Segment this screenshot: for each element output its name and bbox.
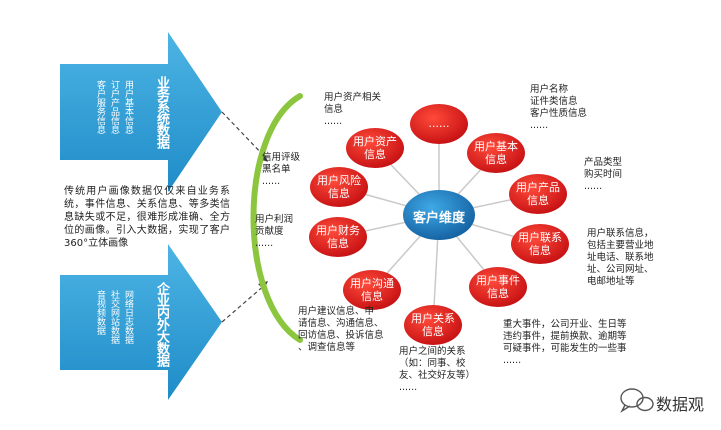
- annotation-line: ......: [584, 181, 603, 192]
- annotation-line: 重大事件，公司开业、生日等: [503, 319, 627, 330]
- annotation-line: 购买时间: [584, 169, 623, 180]
- circle-7: [309, 217, 367, 257]
- circle-8: [310, 167, 368, 207]
- arrow-bottom-column-1: 社交网站数据: [109, 290, 119, 344]
- circle-3: [511, 224, 569, 264]
- annotation-line: ......: [399, 382, 418, 393]
- arrow-bottom-column-0: 网络日志数据: [123, 290, 133, 344]
- circle-label-9: 用户资产信息: [353, 135, 397, 161]
- circle-label-1: 用户基本信息: [474, 140, 518, 166]
- annotation-line: 包括主要营业地: [587, 240, 654, 251]
- arrow-bottom-column-2: 音视频数据: [95, 290, 105, 335]
- circle-4: [469, 267, 527, 307]
- annotation-line: 址、公司网址、: [587, 264, 654, 275]
- watermark-text: 数据观: [656, 395, 705, 414]
- annotation-line: 用户利润: [255, 214, 294, 225]
- circle-9: [346, 128, 404, 168]
- annotation-line: 、调查信息等: [298, 342, 356, 353]
- annotation-basic: 用户名称证件类信息客户性质信息......: [530, 84, 587, 132]
- circle-1: [467, 133, 525, 173]
- annotation-line: ......: [324, 116, 343, 127]
- annotation-finance: 用户利润贡献度......: [255, 214, 293, 250]
- annotation-line: 用户联系信息，: [587, 228, 654, 239]
- circle-label-7: 用户财务信息: [316, 224, 360, 250]
- arrow-bottom-shape: [60, 244, 222, 400]
- connector-top: [221, 111, 267, 159]
- circle-6: [343, 270, 401, 310]
- chat-bubble-icon: [620, 388, 654, 413]
- annotation-contact: 用户联系信息，包括主要营业地址电话、联系地址、公司网址、电邮地址等: [587, 228, 654, 288]
- connector-bottom: [221, 283, 267, 323]
- arrow-top-column-0: 用户基本信息: [123, 80, 133, 134]
- circle-label-0: ......: [428, 117, 450, 130]
- annotation-line: （如：同事、校: [399, 358, 466, 369]
- annotation-line: 址电话、联系地: [587, 252, 654, 263]
- annotation-line: 产品类型: [584, 157, 623, 168]
- circles-group: [309, 104, 569, 345]
- annotation-product: 产品类型购买时间......: [584, 157, 622, 193]
- arrow-top-column-2: 客户服务信息: [95, 80, 105, 134]
- circle-label-8: 用户风险信息: [317, 174, 361, 200]
- circle-5: [404, 305, 462, 345]
- arrow-bottom-title: 企业内外大数据: [154, 282, 169, 366]
- annotation-assets: 用户资产相关信息......: [324, 92, 381, 128]
- annotation-line: ......: [503, 355, 522, 366]
- circle-label-2: 用户产品信息: [516, 181, 560, 207]
- center-label: 客户维度: [412, 211, 465, 226]
- annotation-line: 电邮地址等: [587, 276, 635, 287]
- annotation-line: ......: [262, 176, 281, 187]
- annotation-line: 贡献度: [255, 226, 284, 237]
- annotation-communication: 用户建议信息、申请信息、沟通信息、回访信息、投诉信息、调查信息等: [298, 306, 384, 354]
- arrow-top-column-1: 订户产品信息: [109, 80, 119, 134]
- intro-text: 传统用户画像数据仅仅来自业务系统，事件信息、关系信息、等多类信息缺失或不足，很难…: [64, 186, 230, 249]
- center-circle: [403, 190, 475, 240]
- annotation-line: 用户名称: [530, 84, 569, 95]
- arrow-top-shape: [60, 32, 222, 192]
- green-bracket: [250, 93, 303, 343]
- annotation-line: 违约事件，提前换款、逾期等: [503, 331, 627, 342]
- annotation-line: 请信息、沟通信息、: [298, 318, 384, 329]
- annotation-events: 重大事件，公司开业、生日等违约事件，提前换款、逾期等可疑事件，可能发生的一些事.…: [503, 319, 627, 367]
- circle-label-4: 用户事件信息: [476, 274, 520, 300]
- annotation-line: 回访信息、投诉信息: [298, 330, 384, 341]
- circle-label-6: 用户沟通信息: [350, 277, 394, 303]
- annotation-line: 用户资产相关: [324, 92, 382, 103]
- annotation-line: 证件类信息: [530, 96, 578, 107]
- annotation-line: 用户之间的关系: [399, 346, 466, 357]
- annotation-line: ......: [530, 120, 549, 131]
- annotation-line: 用户建议信息、申: [298, 306, 375, 317]
- annotation-line: 信用评级: [262, 152, 301, 163]
- circle-label-5: 用户关系信息: [411, 312, 455, 338]
- annotation-line: 可疑事件，可能发生的一些事: [503, 343, 627, 354]
- annotation-line: ......: [255, 238, 274, 249]
- annotation-line: 黑名单: [262, 164, 291, 175]
- annotation-risk: 信用评级黑名单......: [262, 152, 300, 188]
- circle-2: [509, 174, 567, 214]
- annotation-line: 信息: [324, 104, 344, 115]
- annotation-relations: 用户之间的关系（如：同事、校友、社交好友等）......: [399, 346, 475, 394]
- arrow-top-title: 业务系统数据: [154, 76, 169, 148]
- circle-label-3: 用户联系信息: [518, 231, 562, 257]
- annotation-line: 友、社交好友等）: [399, 370, 476, 381]
- annotation-line: 客户性质信息: [530, 108, 588, 119]
- circle-0: [410, 104, 468, 144]
